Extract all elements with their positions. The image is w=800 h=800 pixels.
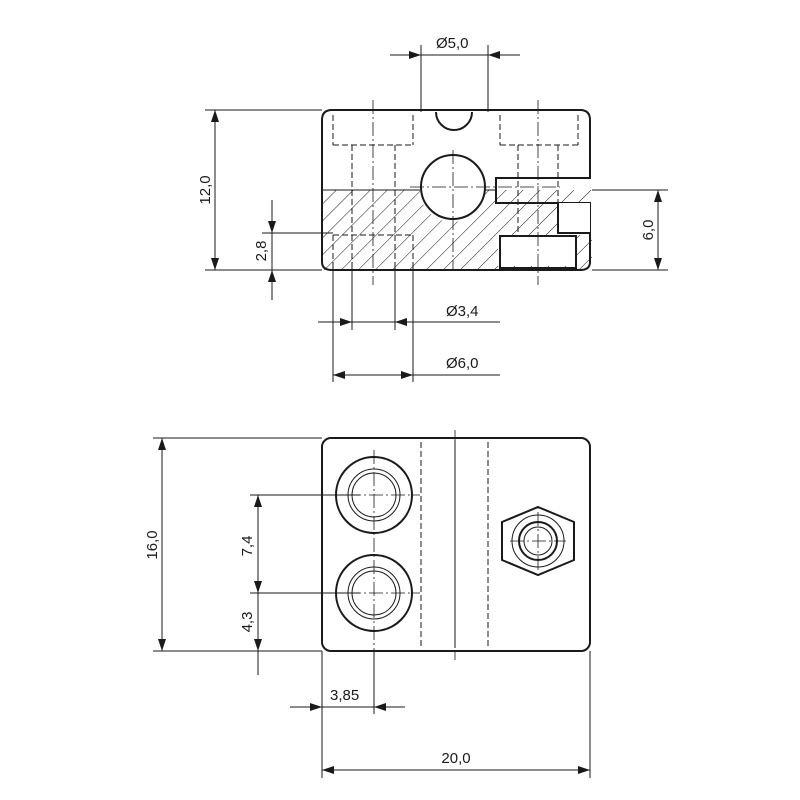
section-hatching [323, 190, 592, 270]
dim-label-slot-height: 2,8 [253, 241, 270, 262]
dim-overall-width: 20,0 [321, 651, 591, 778]
dim-label-bore-diameter: Ø3,4 [446, 303, 479, 320]
dim-label-hole-diameter-top: Ø5,0 [436, 35, 469, 52]
dim-label-hole-edge-distance: 3,85 [330, 687, 359, 704]
block-outline [321, 109, 591, 271]
front-section-view: Ø5,0 12,0 2,8 6,0 [197, 35, 668, 382]
dim-counterbore-diameter: Ø6,0 [332, 265, 500, 382]
dim-lower-half-height: 6,0 [592, 189, 668, 271]
plan-outline [321, 437, 591, 652]
hex-nut [501, 505, 575, 577]
plan-view: 16,0 7,4 4,3 3,85 [144, 430, 591, 778]
dim-label-hole-offset: 4,3 [239, 612, 256, 633]
top-groove [435, 111, 473, 131]
dim-hole-edge-distance: 3,85 [290, 651, 405, 714]
dim-label-overall-height: 12,0 [197, 175, 214, 204]
dim-label-lower-half-height: 6,0 [640, 220, 657, 241]
dim-label-counterbore-diameter: Ø6,0 [446, 355, 479, 372]
dim-overall-depth: 16,0 [144, 437, 322, 652]
dim-label-overall-depth: 16,0 [144, 530, 161, 559]
dim-label-hole-spacing: 7,4 [239, 536, 256, 557]
dim-hole-offset: 4,3 [239, 593, 322, 675]
dim-bore-diameter: Ø3,4 [318, 265, 500, 330]
dim-hole-diameter-top: Ø5,0 [390, 35, 520, 112]
dim-slot-height: 2,8 [253, 200, 333, 300]
dim-hole-spacing: 7,4 [239, 494, 360, 594]
right-screw-hidden [499, 115, 579, 235]
left-screw-hidden [332, 115, 414, 265]
dim-label-overall-width: 20,0 [441, 750, 470, 767]
shaft-bore [420, 154, 486, 220]
